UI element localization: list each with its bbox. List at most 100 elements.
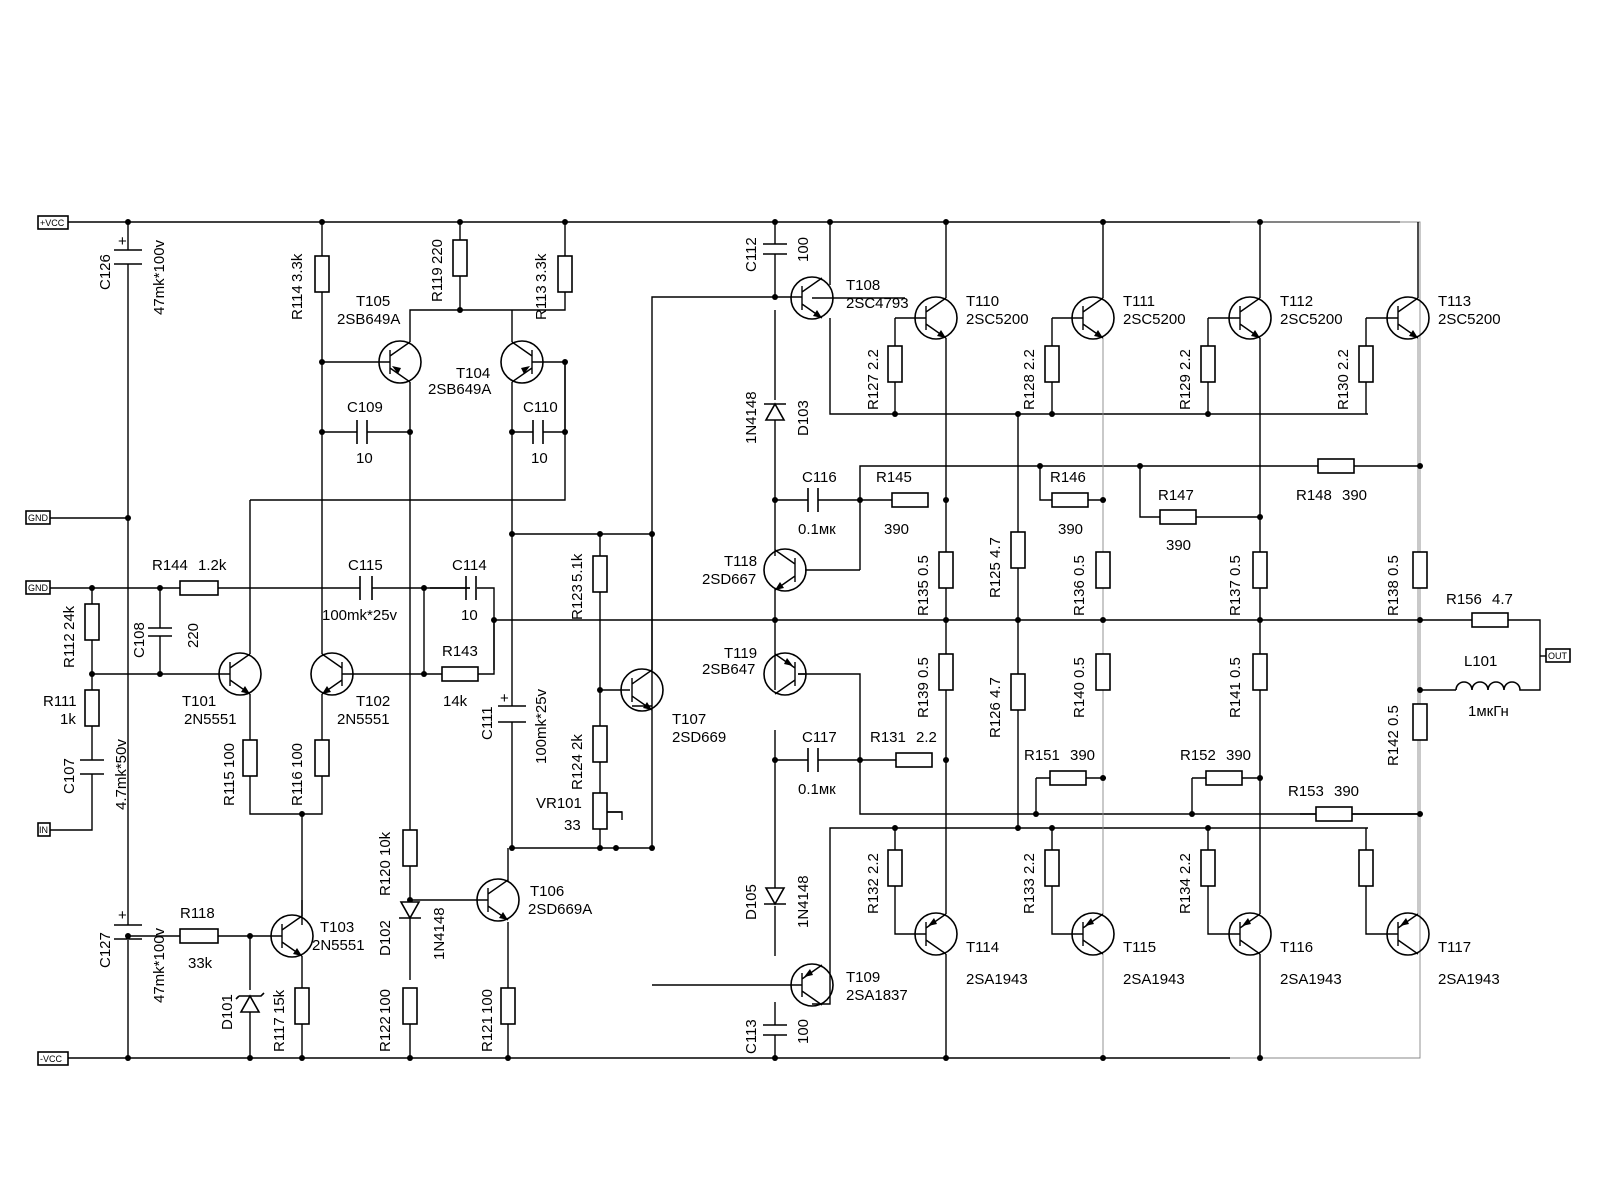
value-R113: 3.3k bbox=[533, 253, 550, 282]
port-vcc-neg: -VCC bbox=[37, 1051, 69, 1066]
label-R151: R151 bbox=[1024, 747, 1060, 764]
capacitor-C108 bbox=[148, 627, 172, 637]
diode-D103 bbox=[764, 402, 786, 421]
resistor-R142 bbox=[1412, 703, 1428, 741]
value-R140: 0.5 bbox=[1071, 657, 1088, 678]
value-R125: 4.7 bbox=[987, 537, 1004, 558]
resistor-R143 bbox=[441, 666, 479, 682]
capacitor-C116 bbox=[807, 488, 819, 512]
label-R140: R140 bbox=[1071, 682, 1088, 718]
capacitor-C114 bbox=[465, 576, 477, 600]
value-R119: 220 bbox=[429, 239, 446, 264]
svg-text:+VCC: +VCC bbox=[40, 218, 65, 228]
label-R135: R135 bbox=[915, 580, 932, 616]
value-R130: 2.2 bbox=[1335, 349, 1352, 370]
transistor-T111 bbox=[1062, 296, 1115, 340]
label-C126: C126 bbox=[97, 254, 114, 290]
label-T117: T117 bbox=[1438, 939, 1471, 956]
part-T102: 2N5551 bbox=[337, 711, 390, 728]
value-C115: 100mk*25v bbox=[322, 607, 398, 624]
label-T118: T118 bbox=[724, 553, 757, 570]
resistor-R134 bbox=[1358, 849, 1374, 887]
value-R152: 390 bbox=[1226, 747, 1251, 764]
capacitor-C112 bbox=[763, 243, 787, 255]
transistor-T109 bbox=[775, 963, 834, 1007]
svg-text:-VCC: -VCC bbox=[40, 1054, 62, 1064]
value-R136: 0.5 bbox=[1071, 555, 1088, 576]
svg-text:+: + bbox=[500, 690, 509, 707]
label-T110: T110 bbox=[966, 293, 999, 310]
label-R138: R138 bbox=[1385, 580, 1402, 616]
capacitor-C110 bbox=[532, 420, 544, 444]
label-R150: R131 bbox=[870, 729, 906, 746]
resistor-R141 bbox=[1252, 653, 1268, 691]
resistor-R139 bbox=[938, 653, 954, 691]
label-C127: C127 bbox=[97, 932, 114, 968]
label-C111: C111 bbox=[479, 706, 496, 740]
label-C109: C109 bbox=[347, 399, 383, 416]
svg-text:+: + bbox=[118, 907, 127, 924]
label-R141: R141 bbox=[1227, 682, 1244, 718]
transistor-T102 bbox=[310, 652, 354, 696]
value-R150: 2.2 bbox=[916, 729, 937, 746]
resistor-R138 bbox=[1412, 551, 1428, 589]
value-C127: 47mk*100v bbox=[151, 927, 168, 1003]
value-C126: 47mk*100v bbox=[151, 239, 168, 315]
part-T110: 2SC5200 bbox=[966, 311, 1029, 328]
diodes bbox=[235, 402, 786, 1013]
label-R137: R137 bbox=[1227, 580, 1244, 616]
value-C111: 100mk*25v bbox=[533, 688, 550, 764]
value-R124: 2k bbox=[569, 734, 586, 750]
part-T103: 2N5551 bbox=[312, 937, 365, 954]
value-R117: 15k bbox=[271, 989, 288, 1014]
resistor-R113 bbox=[557, 255, 573, 293]
capacitors: + + + bbox=[80, 233, 819, 1036]
label-R126: R126 bbox=[987, 702, 1004, 738]
part-D102: 1N4148 bbox=[431, 907, 448, 960]
resistor-R119 bbox=[452, 239, 468, 277]
label-R143: R143 bbox=[442, 643, 478, 660]
label-R122: R122 bbox=[377, 1016, 394, 1052]
label-T112: T112 bbox=[1280, 293, 1313, 310]
capacitor-C126: + bbox=[114, 233, 142, 265]
trimmer-VR101 bbox=[592, 792, 623, 830]
label-C107: C107 bbox=[61, 758, 78, 794]
resistor-R140 bbox=[1095, 653, 1111, 691]
resistor-R114 bbox=[314, 255, 330, 293]
resistor-R116 bbox=[314, 739, 330, 777]
svg-text:GND: GND bbox=[28, 513, 49, 523]
zener-D101 bbox=[235, 992, 265, 1013]
diode-D102 bbox=[399, 901, 421, 920]
part-T115: 2SA1943 bbox=[1123, 971, 1185, 988]
transistor-T114 bbox=[905, 912, 958, 956]
part-T116: 2SA1943 bbox=[1280, 971, 1342, 988]
label-T119: T119 bbox=[724, 645, 757, 662]
capacitor-C113 bbox=[763, 1024, 787, 1036]
value-R139: 0.5 bbox=[915, 657, 932, 678]
label-T101: T101 bbox=[182, 693, 216, 710]
resistor-R120 bbox=[402, 829, 418, 867]
label-D105: D105 bbox=[743, 884, 760, 920]
value-C108: 220 bbox=[185, 623, 202, 648]
resistor-R118 bbox=[179, 928, 219, 944]
capacitor-C111: + bbox=[498, 690, 526, 723]
transistor-T118 bbox=[763, 548, 860, 592]
label-C113: C113 bbox=[743, 1019, 760, 1054]
capacitor-C117 bbox=[807, 748, 819, 772]
label-T114: T114 bbox=[966, 939, 999, 956]
resistor-R156 bbox=[1471, 612, 1509, 628]
value-R153: 390 bbox=[1334, 783, 1359, 800]
svg-text:IN: IN bbox=[39, 825, 48, 835]
value-R121: 100 bbox=[479, 989, 496, 1014]
label-R123: R123 bbox=[569, 584, 586, 620]
value-R122: 100 bbox=[377, 989, 394, 1014]
transistor-T103 bbox=[270, 900, 314, 958]
value-R138: 0.5 bbox=[1385, 555, 1402, 576]
port-gnd-1: GND bbox=[25, 510, 51, 525]
label-R148: R148 bbox=[1296, 487, 1332, 504]
label-C110: C110 bbox=[523, 399, 558, 416]
label-C115: C115 bbox=[348, 557, 383, 574]
part-T118: 2SD667 bbox=[702, 571, 756, 588]
label-R118: R118 bbox=[180, 905, 215, 922]
